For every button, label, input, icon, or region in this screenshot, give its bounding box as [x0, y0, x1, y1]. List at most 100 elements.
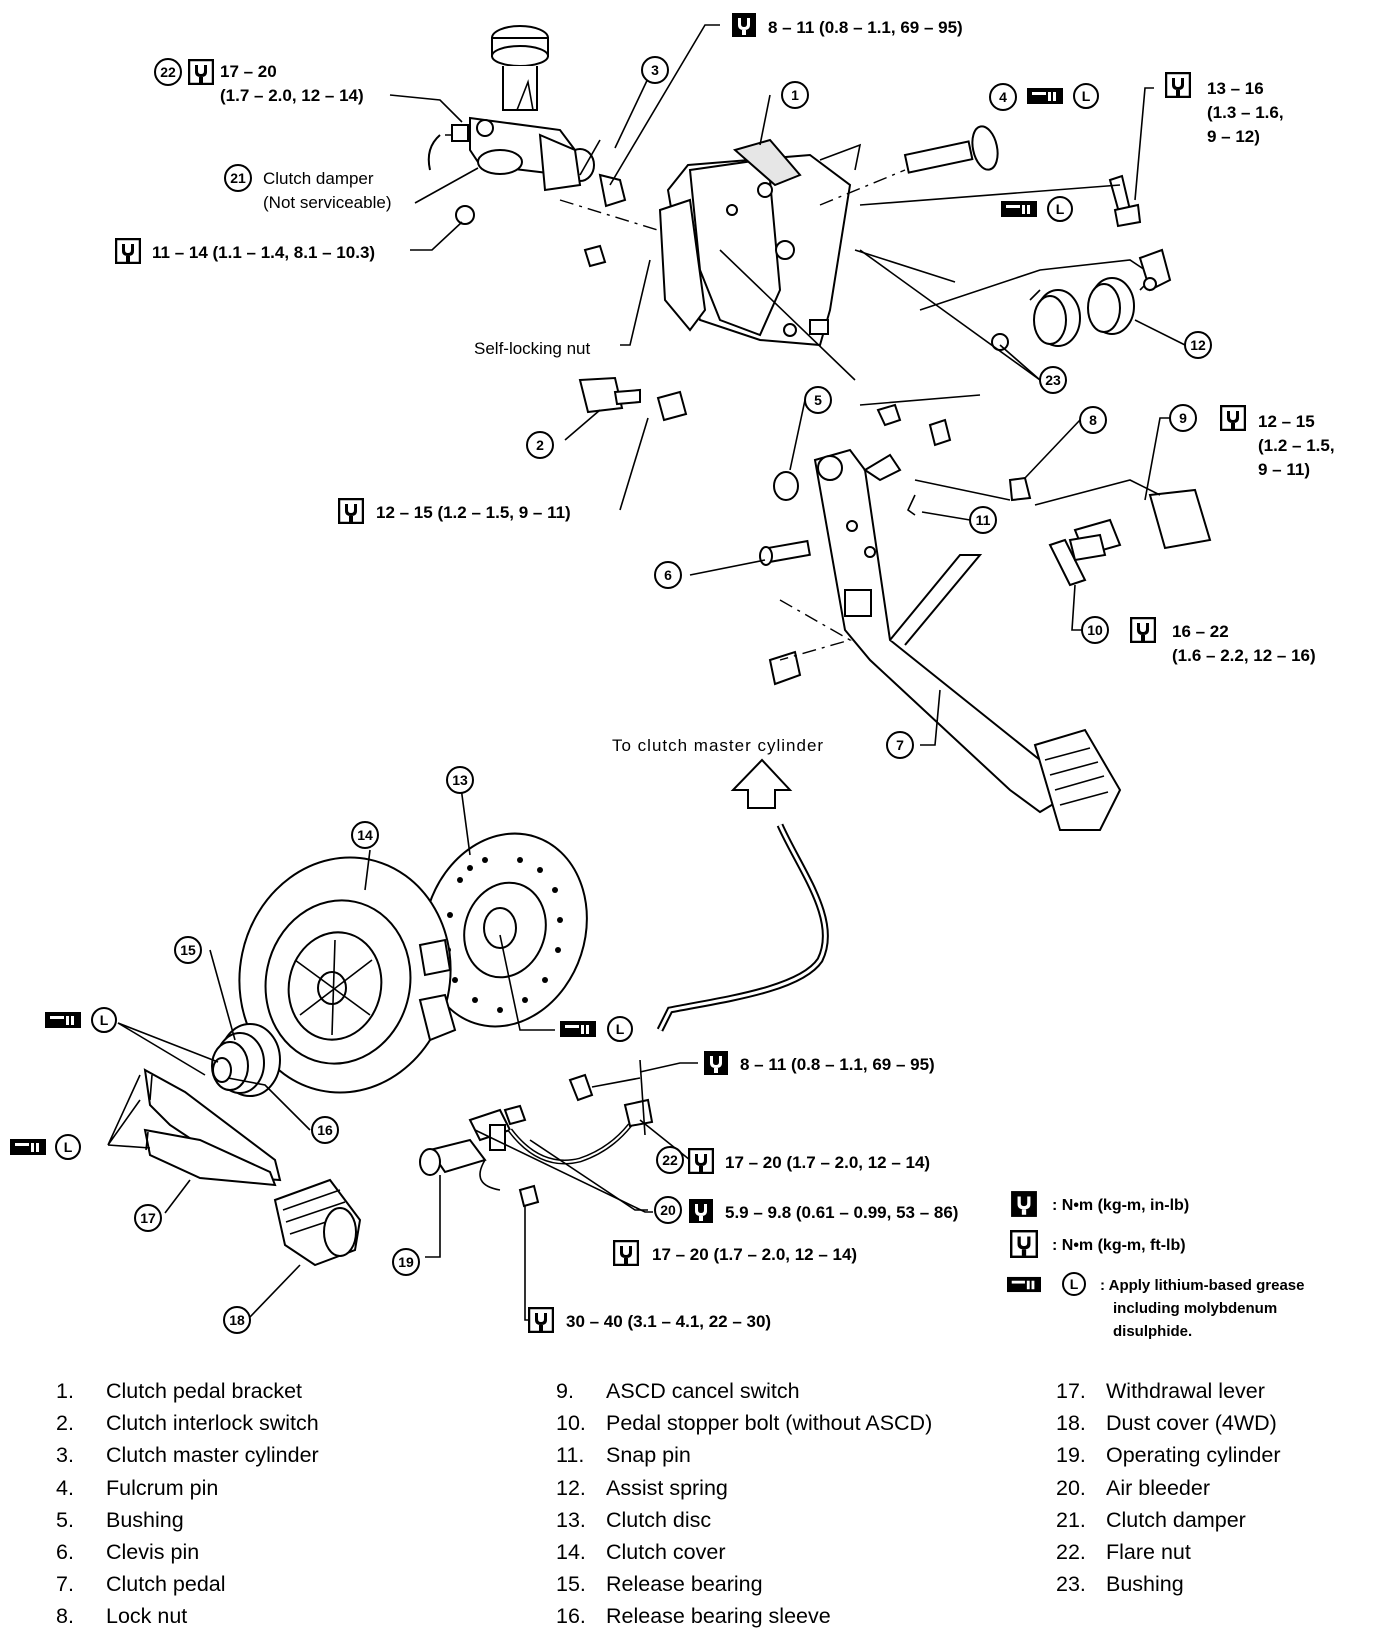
svg-text:20: 20	[660, 1202, 676, 1218]
parts-column-1: 1.Clutch pedal bracket 2.Clutch interloc…	[56, 1375, 319, 1633]
assist-spring-drawing	[854, 248, 1172, 351]
torque-22-low: 17 – 20 (1.7 – 2.0, 12 – 14)	[725, 1153, 930, 1172]
release-bearing-drawing	[211, 1023, 281, 1097]
callout-20: 20	[654, 1196, 682, 1224]
callout-1: 1	[781, 81, 809, 109]
list-item: 20.Air bleeder	[1056, 1475, 1210, 1500]
legend-grease-c: disulphide.	[1113, 1323, 1192, 1340]
torque-30-40: 30 – 40 (3.1 – 4.1, 22 – 30)	[566, 1312, 771, 1331]
svg-text:21: 21	[230, 170, 246, 186]
callout-10: 10	[1081, 616, 1109, 644]
callout-23: 23	[1039, 366, 1067, 394]
svg-text:16: 16	[317, 1122, 333, 1138]
torque-bracket-a: 13 – 16	[1207, 79, 1264, 98]
callouts	[107, 24, 1186, 1321]
withdrawal-lever-drawing	[143, 1068, 282, 1187]
svg-text:L: L	[1056, 201, 1065, 217]
svg-text:5: 5	[814, 392, 822, 408]
svg-text:L: L	[616, 1021, 625, 1037]
svg-text:23: 23	[1045, 372, 1061, 388]
torque-damper-nut: 11 – 14 (1.1 – 1.4, 8.1 – 10.3)	[152, 243, 375, 262]
parts-column-2: 9.ASCD cancel switch 10.Pedal stopper bo…	[556, 1375, 932, 1633]
callout-5: 5	[804, 386, 832, 414]
svg-text:19: 19	[398, 1254, 414, 1270]
list-item: 21.Clutch damper	[1056, 1507, 1246, 1532]
svg-text:7: 7	[896, 737, 904, 753]
list-item: 6.Clevis pin	[56, 1539, 200, 1564]
clutch-master-cylinder-drawing	[427, 25, 595, 192]
dust-cover-drawing	[273, 1178, 362, 1267]
clutch-damper-note: (Not serviceable)	[263, 193, 392, 212]
torque-9-a: 12 – 15	[1258, 412, 1315, 431]
list-item: 10.Pedal stopper bolt (without ASCD)	[556, 1411, 933, 1436]
torque-17-20: 17 – 20 (1.7 – 2.0, 12 – 14)	[652, 1245, 857, 1264]
torque-mid: 8 – 11 (0.8 – 1.1, 69 – 95)	[740, 1055, 935, 1074]
list-item: 12.Assist spring	[556, 1475, 728, 1500]
svg-text:22: 22	[662, 1152, 678, 1168]
svg-text:9: 9	[1179, 410, 1187, 426]
list-item: 15.Release bearing	[556, 1572, 763, 1597]
svg-text:15: 15	[180, 942, 196, 958]
list-item: 11.Snap pin	[556, 1443, 691, 1468]
legend-nm-in-lb: : N•m (kg-m, in-lb)	[1052, 1197, 1189, 1214]
list-item: 4.Fulcrum pin	[56, 1475, 219, 1500]
torque-interlock: 12 – 15 (1.2 – 1.5, 9 – 11)	[376, 503, 571, 522]
callout-markers: 1 3 4 22 21 12 23 5 8 9 2 11 6 10 7 13 1…	[134, 56, 1212, 1334]
clutch-exploded-diagram: 1 3 4 22 21 12 23 5 8 9 2 11 6 10 7 13 1…	[10, 13, 1335, 1340]
torque-top-center: 8 – 11 (0.8 – 1.1, 69 – 95)	[768, 18, 963, 37]
list-item: 19.Operating cylinder	[1056, 1443, 1281, 1468]
clutch-unit	[143, 832, 654, 1267]
callout-6: 6	[654, 561, 682, 589]
callout-7: 7	[886, 731, 914, 759]
legend-nm-ft-lb: : N•m (kg-m, ft-lb)	[1052, 1237, 1186, 1254]
torque-9-c: 9 – 11)	[1258, 460, 1310, 479]
callout-21: 21	[224, 164, 252, 192]
legend-grease-b: including molybdenum	[1113, 1300, 1277, 1317]
svg-text:L: L	[64, 1139, 73, 1155]
svg-text:10: 10	[1087, 622, 1103, 638]
svg-text:4: 4	[999, 89, 1007, 105]
list-item: 22.Flare nut	[1056, 1539, 1191, 1564]
list-item: 7.Clutch pedal	[56, 1572, 226, 1597]
list-item: 16.Release bearing sleeve	[556, 1604, 831, 1629]
legend-grease-a: : Apply lithium-based grease	[1100, 1277, 1305, 1294]
to-master-cylinder-label: To clutch master cylinder	[612, 736, 824, 755]
svg-text:22: 22	[160, 64, 176, 80]
list-item: 1.Clutch pedal bracket	[56, 1379, 302, 1403]
parts-list: 1.Clutch pedal bracket 2.Clutch interloc…	[56, 1375, 1356, 1635]
callout-4: 4	[989, 83, 1017, 111]
list-item: 5.Bushing	[56, 1507, 184, 1532]
svg-text:L: L	[100, 1012, 109, 1028]
callout-8: 8	[1079, 406, 1107, 434]
svg-text:L: L	[1082, 88, 1091, 104]
svg-text:8: 8	[1089, 412, 1097, 428]
torque-specs: 8 – 11 (0.8 – 1.1, 69 – 95) 17 – 20 (1.7…	[10, 13, 1335, 1333]
callout-12: 12	[1184, 331, 1212, 359]
torque-22-top-a: 17 – 20	[220, 62, 277, 81]
torque-9-b: (1.2 – 1.5,	[1258, 436, 1335, 455]
callout-15: 15	[174, 936, 202, 964]
callout-14: 14	[351, 821, 379, 849]
torque-20: 5.9 – 9.8 (0.61 – 0.99, 53 – 86)	[725, 1203, 958, 1222]
callout-9: 9	[1169, 404, 1197, 432]
list-item: 8.Lock nut	[56, 1604, 188, 1629]
callout-3: 3	[641, 56, 669, 84]
torque-bracket-b: (1.3 – 1.6,	[1207, 103, 1284, 122]
svg-text:1: 1	[791, 87, 799, 103]
fulcrum-pin-drawing	[819, 125, 999, 206]
svg-text:6: 6	[664, 567, 672, 583]
bushing-drawing	[773, 471, 799, 501]
svg-text:12: 12	[1190, 337, 1206, 353]
symbol-legend: : N•m (kg-m, in-lb) : N•m (kg-m, ft-lb) …	[1007, 1191, 1305, 1340]
callout-18: 18	[223, 1306, 251, 1334]
svg-text:18: 18	[229, 1312, 245, 1328]
svg-text:17: 17	[140, 1210, 156, 1226]
list-item: 14.Clutch cover	[556, 1539, 726, 1564]
callout-17: 17	[134, 1204, 162, 1232]
svg-text:3: 3	[651, 62, 659, 78]
callout-2: 2	[526, 431, 554, 459]
clutch-pedal-bracket-drawing	[658, 138, 862, 347]
clutch-pedal-drawing	[813, 448, 1122, 831]
callout-13: 13	[446, 766, 474, 794]
torque-10-a: 16 – 22	[1172, 622, 1229, 641]
